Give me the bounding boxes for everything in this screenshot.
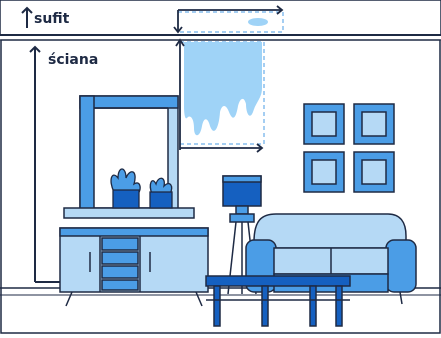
window-sill (64, 208, 194, 218)
coffee-table (206, 276, 350, 326)
wall-stain (176, 40, 264, 152)
sofa (246, 214, 416, 304)
ceiling-label: sufit (34, 12, 69, 26)
picture-frames (304, 104, 394, 192)
cabinet (60, 228, 208, 306)
wall-label: ściana (48, 53, 98, 67)
